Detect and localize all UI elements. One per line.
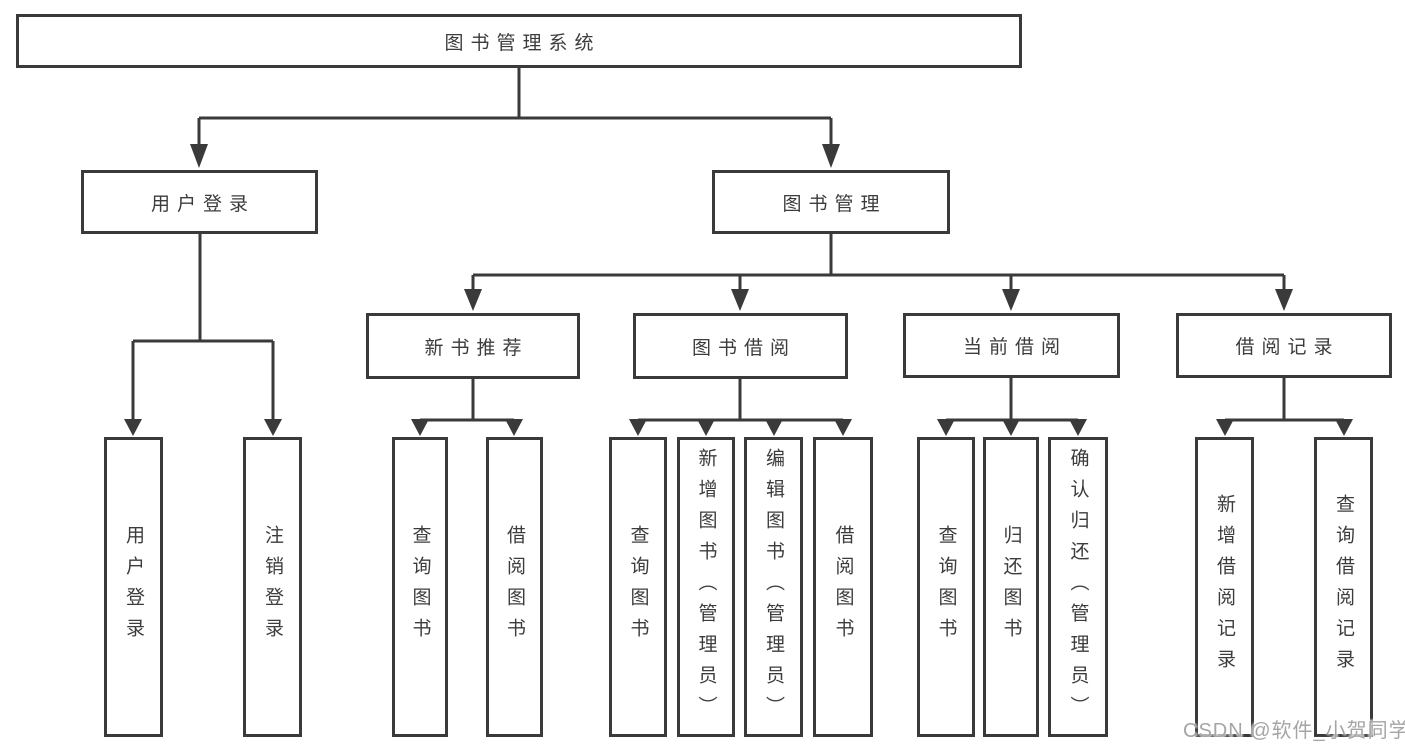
node-new-book-recommendation: 新书推荐 [366,313,580,379]
leaf-borrow-books-recommend: 借阅图书 [486,437,543,737]
leaf-confirm-return-admin: 确认归还（管理员） [1048,437,1108,737]
node-book-borrowing: 图书借阅 [633,313,848,379]
csdn-watermark: CSDN @软件_小贺同学 [1183,720,1405,742]
arrowhead-leaf-borrow-books-1 [505,419,523,436]
arrowhead-current-borrowing [1002,289,1020,311]
leaf-query-books-recommend: 查询图书 [392,437,448,737]
arrowhead-user-login [190,144,208,168]
node-user-login: 用户登录 [81,170,318,234]
arrowhead-book-management [822,144,840,168]
leaf-return-books: 归还图书 [983,437,1039,737]
node-current-borrowing: 当前借阅 [903,313,1120,378]
leaf-query-books-borrowing: 查询图书 [609,437,667,737]
arrowhead-leaf-borrow-books-2 [834,419,852,436]
arrowhead-leaf-query-books-3 [937,419,955,436]
node-borrowing-records: 借阅记录 [1176,313,1392,378]
arrowhead-leaf-logout [264,419,282,436]
leaf-edit-books-admin: 编辑图书（管理员） [744,437,803,737]
arrowhead-new-book [464,289,482,311]
leaf-query-borrow-record: 查询借阅记录 [1314,437,1373,737]
arrowhead-leaf-confirm-return [1069,419,1087,436]
arrowhead-leaf-query-record [1335,419,1353,436]
leaf-add-books-admin: 新增图书（管理员） [677,437,735,737]
node-library-management-system: 图书管理系统 [16,14,1022,68]
leaf-logout-login: 注销登录 [243,437,302,737]
arrowhead-leaf-query-books-1 [411,419,429,436]
node-book-management: 图书管理 [712,170,950,234]
arrowhead-borrowing-records [1275,289,1293,311]
leaf-query-books-current: 查询图书 [917,437,975,737]
arrowhead-leaf-user-login [124,419,142,436]
arrowhead-book-borrowing [731,289,749,311]
leaf-borrow-books-borrowing: 借阅图书 [813,437,873,737]
arrowhead-leaf-return-books [1002,419,1020,436]
arrowhead-leaf-edit-books [765,419,783,436]
arrowhead-leaf-add-record [1216,419,1234,436]
leaf-add-borrow-record: 新增借阅记录 [1195,437,1254,737]
arrowhead-leaf-query-books-2 [629,419,647,436]
arrowhead-leaf-add-books [697,419,715,436]
leaf-user-login: 用户登录 [104,437,163,737]
